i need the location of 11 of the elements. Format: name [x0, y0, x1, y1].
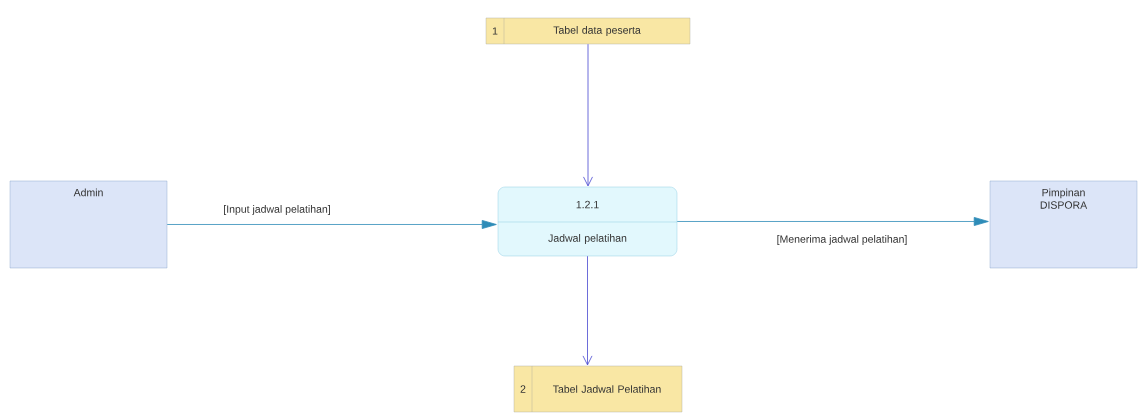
- edge-label: [Menerima jadwal pelatihan]: [775, 234, 909, 246]
- data-store-box: 1 Tabel data peserta: [485, 17, 691, 45]
- arrow: [166, 220, 497, 229]
- edge-label: [Input jadwal pelatihan]: [222, 204, 332, 216]
- data-store-box: 2 Tabel Jadwal Pelatihan: [513, 365, 683, 413]
- process-box: 1.2.1 Jadwal pelatihan: [497, 186, 678, 257]
- arrow: [582, 255, 593, 366]
- arrow: [583, 43, 593, 187]
- entity-box: Pimpinan DISPORA: [989, 180, 1138, 269]
- entity-box: Admin: [9, 180, 168, 269]
- arrow: [676, 217, 989, 226]
